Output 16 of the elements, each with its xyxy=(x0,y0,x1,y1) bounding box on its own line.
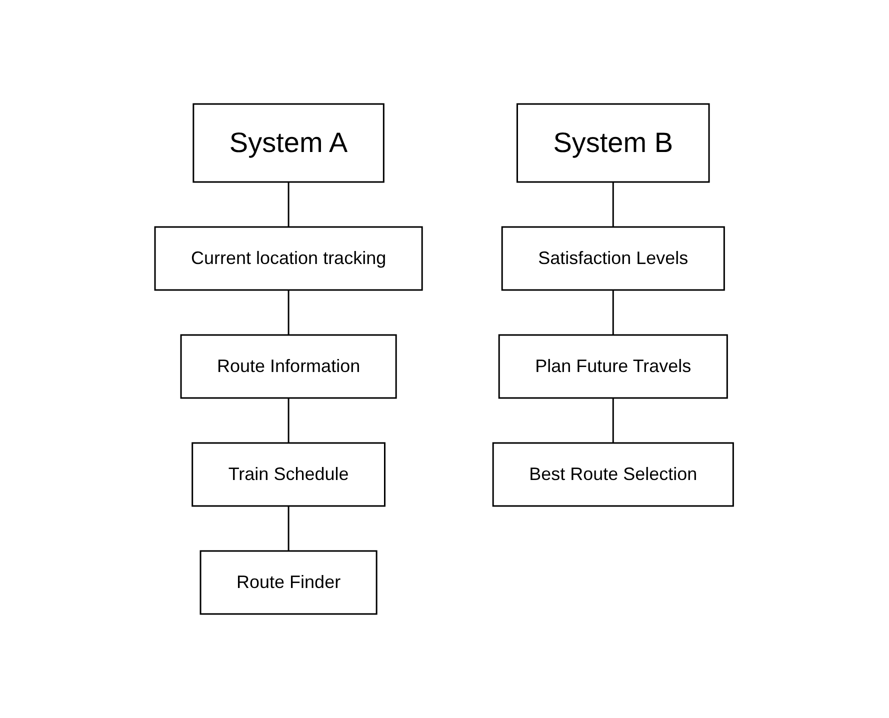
node-box: Route Finder xyxy=(200,550,378,615)
node-box: System A xyxy=(193,103,385,183)
node-box: Best Route Selection xyxy=(492,442,734,507)
node-box: Train Schedule xyxy=(192,442,386,507)
connector xyxy=(288,398,290,443)
connector xyxy=(288,506,290,551)
connector xyxy=(288,182,290,227)
node-box: Route Information xyxy=(180,334,398,399)
connector xyxy=(612,182,614,227)
connector xyxy=(612,398,614,443)
node-box: Satisfaction Levels xyxy=(502,226,726,291)
node-box: Current location tracking xyxy=(154,226,424,291)
connector xyxy=(612,290,614,335)
node-box: System B xyxy=(516,103,710,183)
node-box: Plan Future Travels xyxy=(498,334,728,399)
connector xyxy=(288,290,290,335)
